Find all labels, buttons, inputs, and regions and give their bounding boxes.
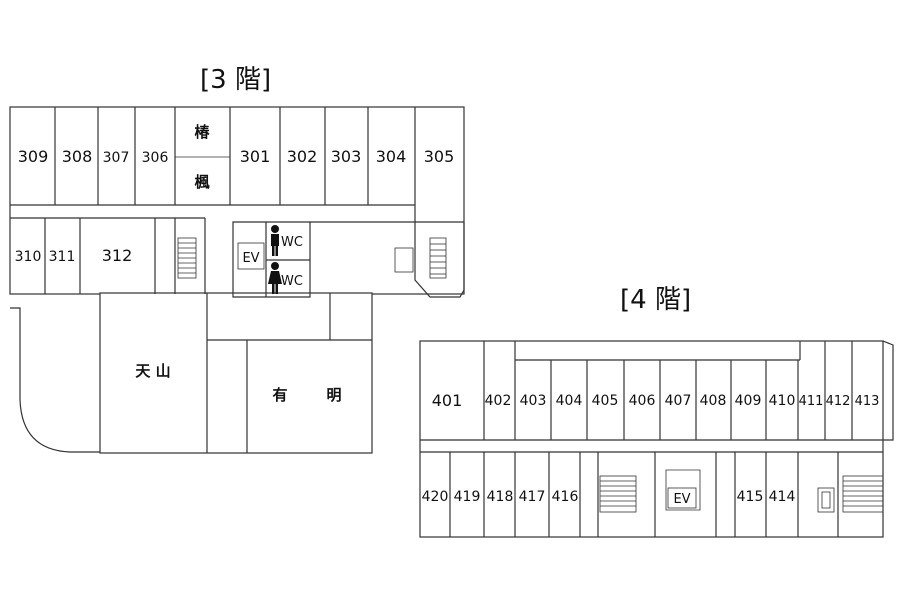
room-403: 403 <box>520 393 547 409</box>
room-308: 308 <box>62 147 93 166</box>
room-417: 417 <box>519 489 546 505</box>
room-404: 404 <box>556 393 583 409</box>
room-tsubaki: 椿 <box>194 123 210 141</box>
room-301: 301 <box>240 147 271 166</box>
hall-ariake-1: 有 <box>272 386 287 404</box>
room-402: 402 <box>485 393 512 409</box>
room-305: 305 <box>424 147 455 166</box>
room-415: 415 <box>737 489 764 505</box>
elevator-3f: EV <box>242 251 259 266</box>
room-416: 416 <box>552 489 579 505</box>
women-restroom-icon <box>268 262 282 294</box>
room-kaede: 楓 <box>194 173 210 191</box>
room-411: 411 <box>799 394 824 409</box>
room-310: 310 <box>15 249 42 265</box>
room-409: 409 <box>735 393 762 409</box>
room-405: 405 <box>592 393 619 409</box>
room-306: 306 <box>142 150 169 166</box>
floor4-title: [4 階] <box>620 285 691 315</box>
room-410: 410 <box>769 393 796 409</box>
wc-men-label: WC <box>281 235 303 250</box>
room-420: 420 <box>422 489 449 505</box>
room-311: 311 <box>49 249 76 265</box>
room-414: 414 <box>769 489 796 505</box>
wc-women-label: WC <box>281 274 303 289</box>
floor3-title: [3 階] <box>200 65 271 95</box>
elevator-4f: EV <box>673 492 690 507</box>
room-312: 312 <box>102 246 133 265</box>
room-408: 408 <box>700 393 727 409</box>
room-304: 304 <box>376 147 407 166</box>
room-401: 401 <box>432 391 463 410</box>
room-412: 412 <box>826 394 851 409</box>
room-406: 406 <box>629 393 656 409</box>
room-303: 303 <box>331 147 362 166</box>
room-407: 407 <box>665 393 692 409</box>
room-309: 309 <box>18 147 49 166</box>
room-302: 302 <box>287 147 318 166</box>
floor4-plan <box>419 340 894 538</box>
room-307: 307 <box>103 150 130 166</box>
room-413: 413 <box>855 394 880 409</box>
floor3-plan <box>9 106 465 454</box>
hall-ariake-2: 明 <box>326 386 341 404</box>
room-419: 419 <box>454 489 481 505</box>
hall-tenzan: 天 山 <box>135 362 170 380</box>
men-restroom-icon <box>271 225 279 256</box>
room-418: 418 <box>487 489 514 505</box>
